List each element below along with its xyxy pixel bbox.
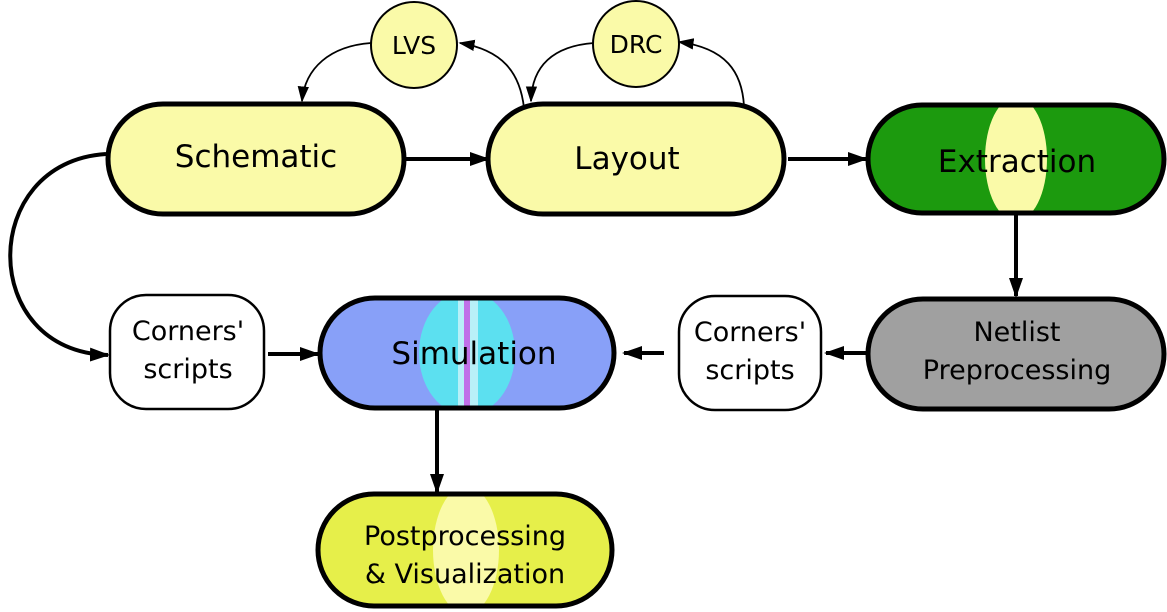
schematic-label: Schematic	[175, 139, 337, 175]
arrow-lvs-to-schematic	[297, 42, 372, 103]
arrow-drc-to-layout	[525, 42, 595, 103]
node-corners-scripts-right: Corners' scripts	[677, 294, 823, 412]
node-simulation: Simulation	[317, 295, 617, 411]
postprocessing-label-line2: & Visualization	[365, 559, 565, 590]
layout-label: Layout	[574, 141, 679, 177]
node-extraction: Extraction	[865, 102, 1167, 216]
node-drc: DRC	[592, 0, 680, 88]
node-schematic: Schematic	[105, 101, 407, 217]
corners-left-line2: scripts	[143, 354, 232, 385]
netlist-label-line1: Netlist	[973, 317, 1060, 348]
node-corners-scripts-left: Corners' scripts	[108, 293, 266, 411]
node-netlist-preprocessing: Netlist Preprocessing	[865, 296, 1167, 412]
node-lvs: LVS	[370, 1, 458, 89]
postprocessing-label-line1: Postprocessing	[364, 521, 566, 552]
node-layout: Layout	[485, 101, 787, 217]
simulation-label: Simulation	[391, 336, 556, 372]
corners-left-line1: Corners'	[132, 316, 244, 347]
node-postprocessing: Postprocessing & Visualization	[315, 491, 615, 609]
corners-right-line1: Corners'	[694, 317, 806, 348]
arrow-layout-to-drc	[677, 38, 745, 107]
arrow-layout-to-lvs	[458, 39, 525, 109]
netlist-label-line2: Preprocessing	[923, 355, 1111, 386]
extraction-label: Extraction	[938, 144, 1096, 180]
corners-right-line2: scripts	[705, 355, 794, 386]
arrow-schematic-to-corners	[8, 152, 110, 362]
connectors	[8, 38, 1023, 494]
drc-label: DRC	[610, 30, 663, 59]
lvs-label: LVS	[392, 31, 436, 60]
